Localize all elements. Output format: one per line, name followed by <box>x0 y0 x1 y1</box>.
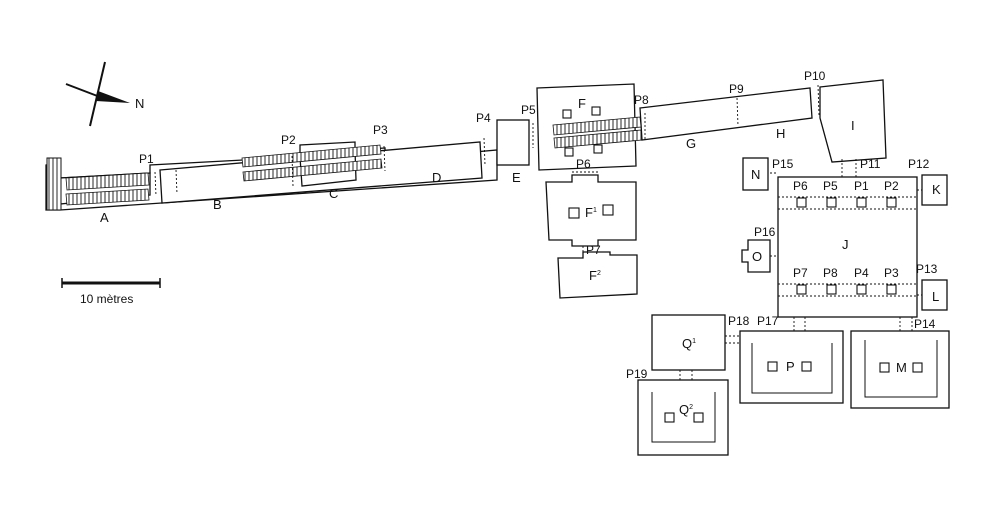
room-label-e: E <box>512 170 521 185</box>
connecting-doorways <box>725 172 922 344</box>
door-label-p12: P12 <box>908 157 930 171</box>
door-label-p6: P6 <box>576 157 591 171</box>
pillar-label-bottom: P7 <box>793 266 808 280</box>
door-label-p8: P8 <box>634 93 649 107</box>
room-k <box>921 174 948 206</box>
room-label-d: D <box>432 170 441 185</box>
room-o <box>741 239 771 273</box>
room-f <box>532 83 646 171</box>
room-label-g: G <box>686 136 696 151</box>
door-label-p14: P14 <box>914 317 936 331</box>
room-m <box>850 330 950 409</box>
stairs-a <box>46 157 150 211</box>
room-label-o: O <box>752 249 762 264</box>
room-e <box>496 119 530 166</box>
door-label-p10: P10 <box>804 69 826 83</box>
room-label-i: I <box>851 118 855 133</box>
door-label-p18: P18 <box>728 314 750 328</box>
room-q2 <box>637 379 729 456</box>
door-label-p2: P2 <box>281 133 296 147</box>
room-label-k: K <box>932 182 941 197</box>
room-f1 <box>545 171 637 258</box>
stairs-bc <box>241 144 383 182</box>
room-l <box>921 279 948 311</box>
room-label-m: M <box>896 360 907 375</box>
pillar-label-top: P1 <box>854 179 869 193</box>
north-label: N <box>135 96 144 111</box>
corridor-doorways <box>154 84 820 197</box>
scale-bar <box>61 278 161 288</box>
room-j <box>777 159 918 318</box>
door-label-p1: P1 <box>139 152 154 166</box>
door-label-p3: P3 <box>373 123 388 137</box>
room-label-f: F <box>578 96 586 111</box>
room-f2 <box>557 251 638 299</box>
door-label-p5: P5 <box>521 103 536 117</box>
room-p <box>739 330 844 404</box>
pillar-label-top: P5 <box>823 179 838 193</box>
door-label-p15: P15 <box>772 157 794 171</box>
room-label-j: J <box>842 237 849 252</box>
room-label-b: B <box>213 197 222 212</box>
door-label-p17: P17 <box>757 314 779 328</box>
pillar-label-bottom: P3 <box>884 266 899 280</box>
room-label-f2: F2 <box>589 268 601 283</box>
door-label-p16: P16 <box>754 225 776 239</box>
room-q1 <box>651 314 726 380</box>
room-label-l: L <box>932 289 939 304</box>
room-label-f1: F1 <box>585 205 597 220</box>
door-label-p11: P11 <box>860 157 881 171</box>
scale-label: 10 mètres <box>80 292 133 306</box>
pillar-label-bottom: P4 <box>854 266 869 280</box>
room-label-q2: Q2 <box>679 402 693 417</box>
door-label-p7: P7 <box>586 243 601 257</box>
door-label-p9: P9 <box>729 82 744 96</box>
north-arrow-icon <box>65 61 130 127</box>
room-label-n: N <box>751 167 760 182</box>
room-label-p: P <box>786 359 795 374</box>
door-label-p19: P19 <box>626 367 648 381</box>
pillar-label-top: P6 <box>793 179 808 193</box>
pillar-label-top: P2 <box>884 179 899 193</box>
room-label-q1: Q1 <box>682 336 696 351</box>
room-i <box>819 79 887 163</box>
room-label-a: A <box>100 210 109 225</box>
pillar-label-bottom: P8 <box>823 266 838 280</box>
room-n <box>742 157 769 191</box>
door-label-p4: P4 <box>476 111 491 125</box>
room-label-c: C <box>329 186 338 201</box>
door-label-p13: P13 <box>916 262 938 276</box>
room-label-h: H <box>776 126 785 141</box>
main-corridor <box>45 87 813 211</box>
